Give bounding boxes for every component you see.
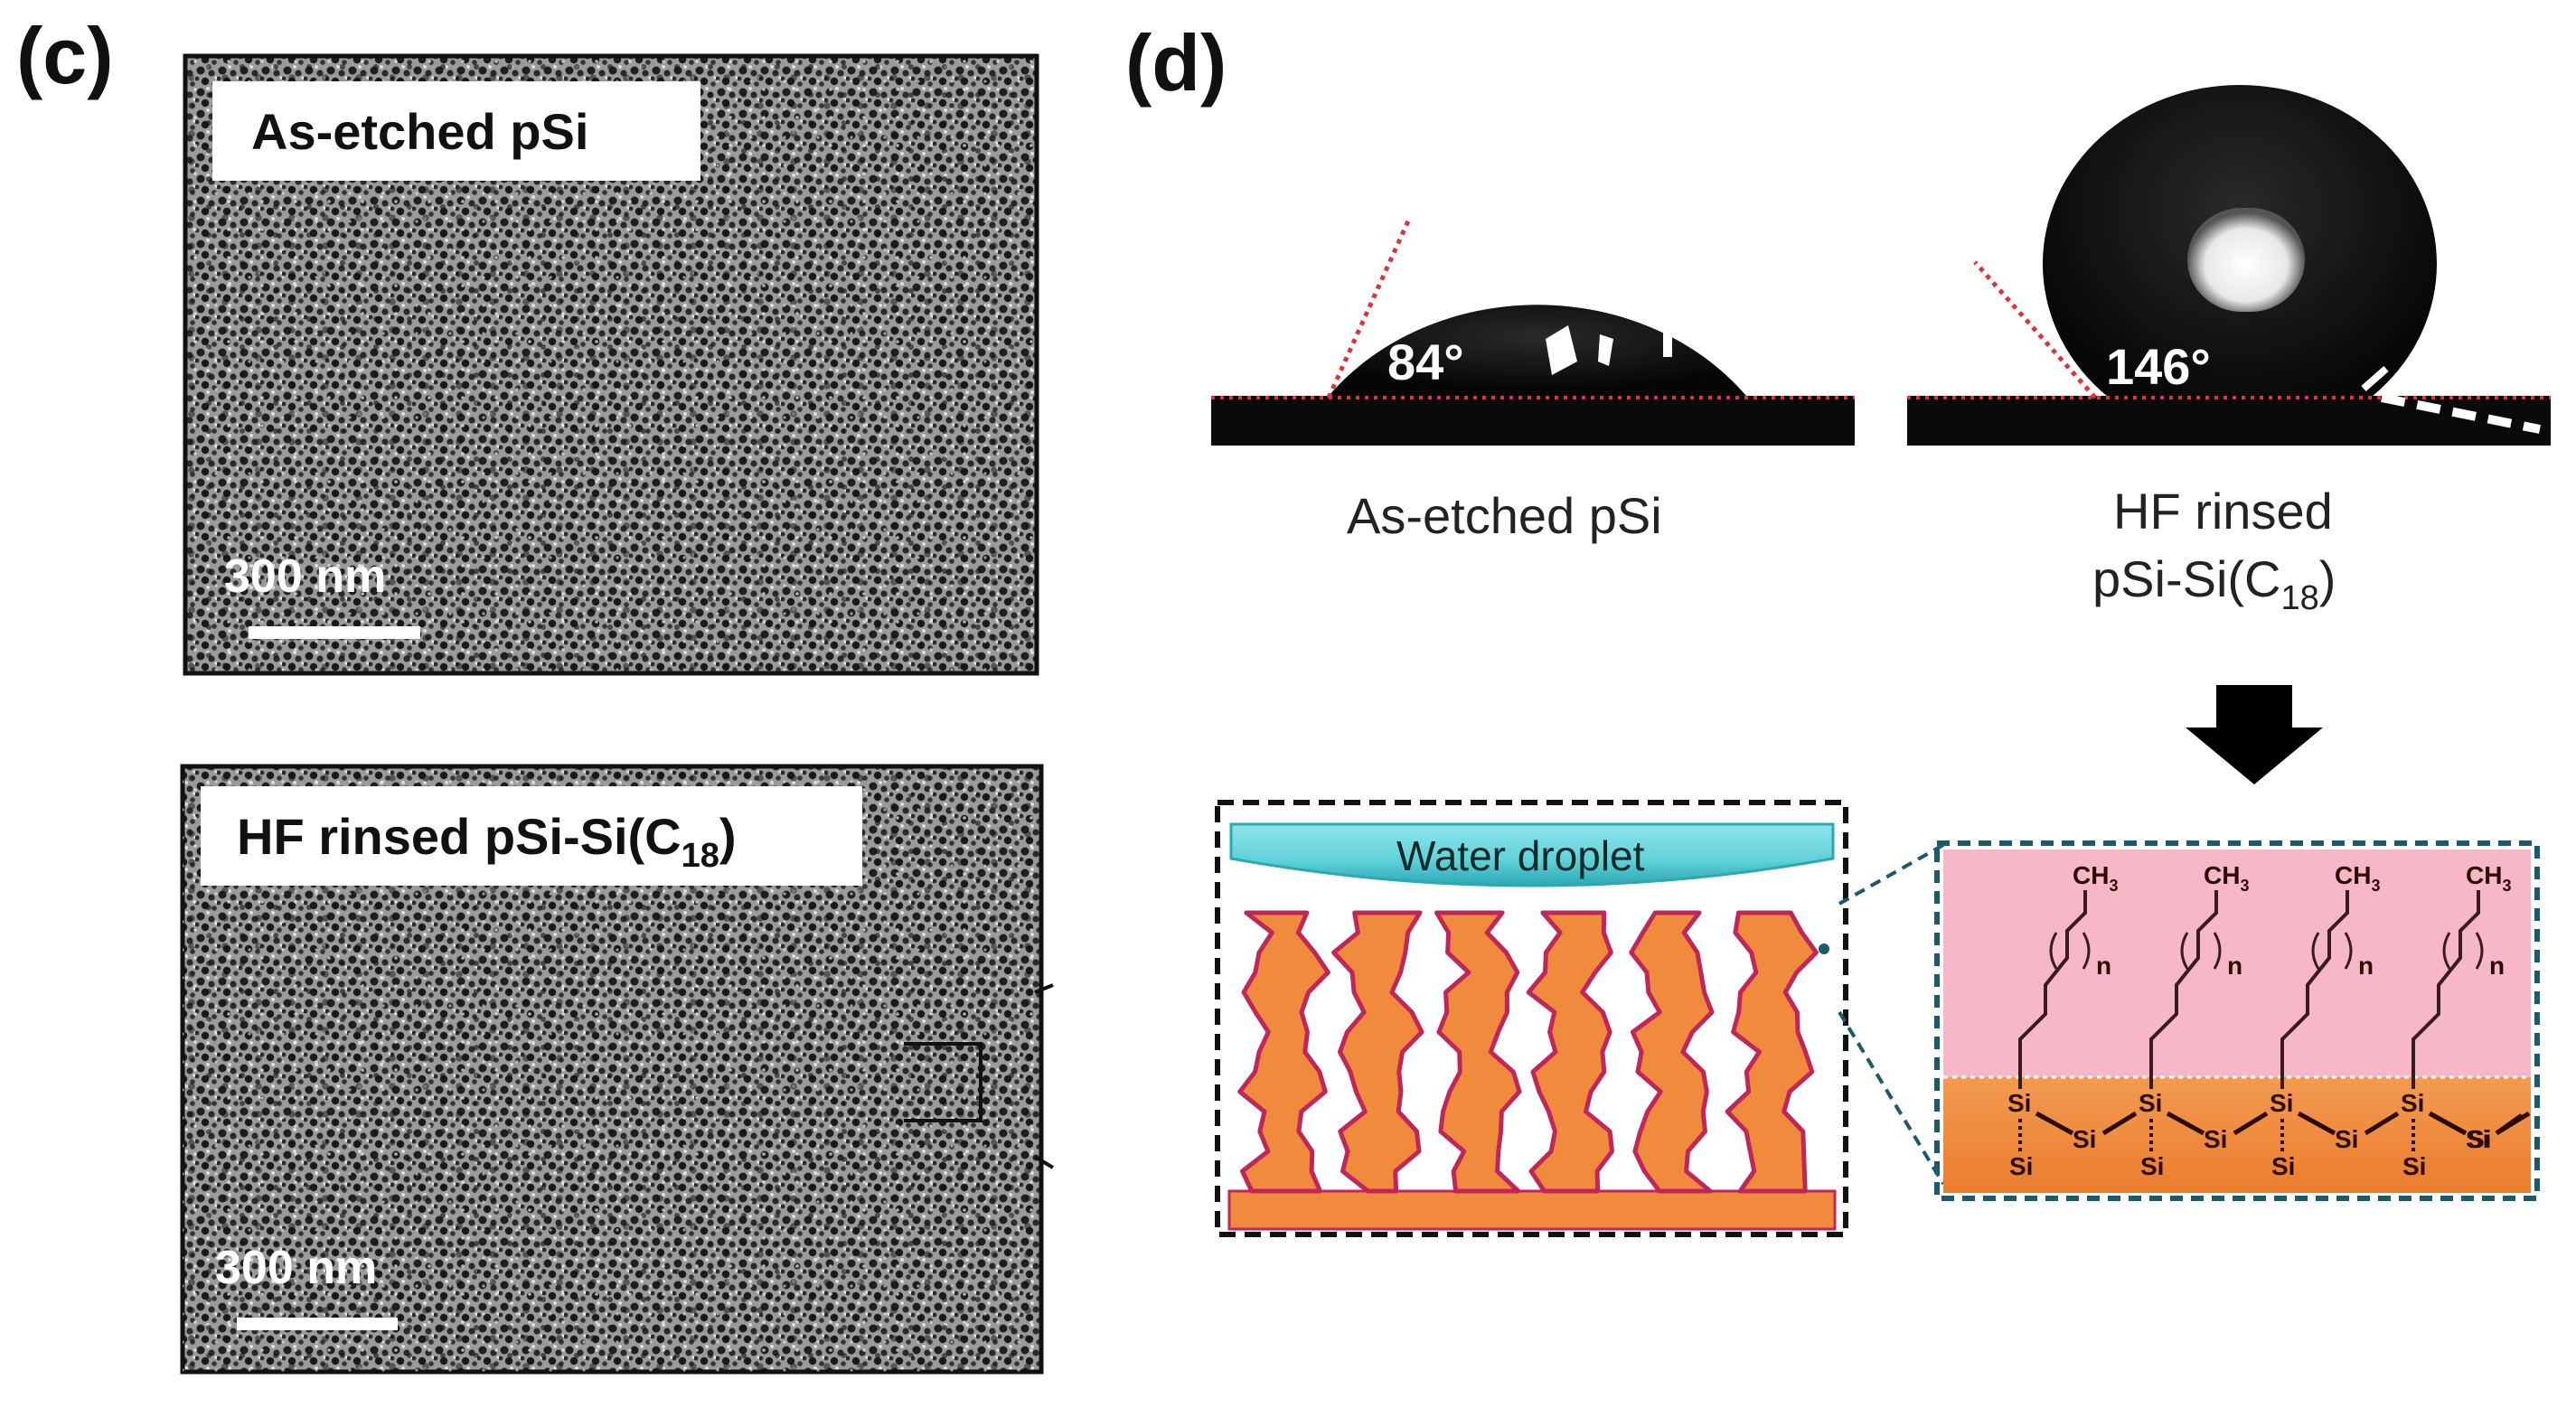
si-bond xyxy=(2035,1111,2074,1136)
sem-title-bottom: HF rinsed pSi-Si(C18) xyxy=(237,808,737,875)
si-atom: Si xyxy=(2468,1125,2491,1153)
pore-column xyxy=(1526,910,1614,1194)
si-bond xyxy=(2297,1111,2336,1136)
droplet-as-etched: 84° As-etched pSi xyxy=(1211,215,1855,544)
contact-angle-left: 84° xyxy=(1387,333,1464,390)
sem-title-box-bottom xyxy=(201,786,862,886)
pore-column xyxy=(1237,910,1330,1194)
alkyl-chain xyxy=(2280,890,2349,1089)
pore-column xyxy=(1725,910,1819,1194)
repeat-n-label: n xyxy=(2358,952,2374,980)
si-atom: Si xyxy=(2270,1089,2293,1117)
zoom-marker xyxy=(904,983,1055,1169)
sem-title-top: As-etched pSi xyxy=(251,103,588,160)
scale-bar-label-bottom: 300 nm xyxy=(215,1242,377,1294)
si-bond xyxy=(2101,1111,2138,1136)
si-atom: Si xyxy=(2009,1152,2033,1180)
caption-as-etched: As-etched pSi xyxy=(1347,487,1662,544)
methyl-label: CH3 xyxy=(2466,861,2511,895)
down-arrow-icon xyxy=(2186,685,2323,784)
water-droplet-label: Water droplet xyxy=(1396,832,1645,879)
caption-hf-rinsed-line1: HF rinsed xyxy=(2113,483,2333,540)
methyl-label: CH3 xyxy=(2335,861,2380,895)
si-atom: Si xyxy=(2073,1125,2096,1153)
methyl-label: CH3 xyxy=(2073,861,2118,895)
zoom-connector-bottom xyxy=(1838,1010,1945,1186)
repeat-bracket xyxy=(2049,932,2091,970)
zoom-connector-top xyxy=(1838,843,1944,906)
pore-column xyxy=(1629,910,1715,1194)
sem-image-hf-rinsed: HF rinsed pSi-Si(C18) 300 nm xyxy=(180,764,1055,1375)
tangent-line-right xyxy=(1973,260,2097,399)
monolayer-schematic: nCH3SiSiSinCH3SiSiSinCH3SiSiSinCH3SiSiSi… xyxy=(1934,840,2540,1201)
caption-hf-rinsed-line2: pSi-Si(C18) xyxy=(2092,550,2336,617)
alkyl-chain xyxy=(2018,890,2087,1089)
scale-bar-label-top: 300 nm xyxy=(224,550,386,603)
pore-column xyxy=(1434,910,1522,1194)
si-atom: Si xyxy=(2401,1089,2424,1117)
si-atom: Si xyxy=(2402,1152,2426,1180)
pore-schematic: Water droplet xyxy=(1215,800,1848,1237)
alkyl-chain xyxy=(2149,890,2218,1089)
repeat-bracket xyxy=(2180,932,2222,970)
si-bond xyxy=(2428,1111,2468,1136)
sem-title-box-top xyxy=(212,81,700,181)
si-bond xyxy=(2495,1112,2524,1136)
repeat-n-label: n xyxy=(2096,952,2111,980)
scale-bar-top xyxy=(249,626,420,639)
repeat-n-label: n xyxy=(2489,952,2505,980)
scale-bar-bottom xyxy=(237,1318,398,1330)
droplet-hf-rinsed: 146° HF rinsed pSi-Si(C18) xyxy=(1907,85,2551,617)
si-bond xyxy=(2233,1111,2269,1136)
panel-label-c: (c) xyxy=(16,11,114,100)
contact-angle-right: 146° xyxy=(2106,338,2211,395)
methyl-label: CH3 xyxy=(2204,861,2249,895)
si-atom: Si xyxy=(2204,1125,2227,1153)
sem-image-as-etched: As-etched pSi 300 nm xyxy=(183,53,1039,676)
pore-column xyxy=(1331,910,1424,1194)
si-atom: Si xyxy=(2466,1125,2489,1153)
si-bond xyxy=(2166,1111,2205,1136)
repeat-n-label: n xyxy=(2227,952,2242,980)
panel-label-d: (d) xyxy=(1125,18,1227,108)
si-atom: Si xyxy=(2140,1152,2164,1180)
reflection-dash-right xyxy=(2381,393,2541,434)
alkyl-chain xyxy=(2411,890,2480,1089)
repeat-bracket xyxy=(2311,932,2353,970)
monolayer-schematic-frame xyxy=(1934,840,2540,1201)
water-droplet xyxy=(1229,822,1835,887)
si-atom: Si xyxy=(2271,1152,2295,1180)
si-atom: Si xyxy=(2139,1089,2162,1117)
si-atom: Si xyxy=(2335,1125,2358,1153)
si-bond xyxy=(2364,1111,2400,1136)
si-atom: Si xyxy=(2007,1089,2031,1117)
tangent-line-left xyxy=(1326,215,1413,399)
repeat-bracket xyxy=(2442,932,2484,970)
droplet-reflection-left xyxy=(1546,325,1672,375)
